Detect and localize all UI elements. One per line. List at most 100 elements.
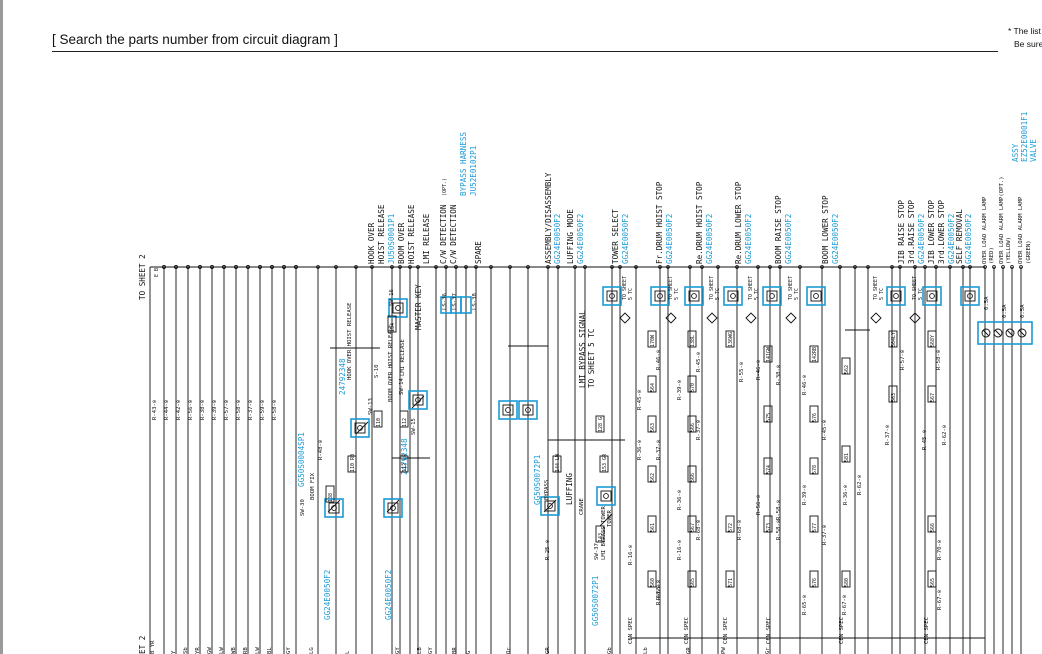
bottom-wire-18: Or [506,647,512,654]
relay-r-39: R-39-⊙ [677,380,683,400]
bottom-wire-13: GY [395,647,401,654]
label-hoist-release: HOIST RELEASE [377,204,386,264]
relay-r-58: R-58-⊙ [236,400,242,420]
part-ez52e0001f1[interactable]: EZ52E0001F1 [1020,111,1029,162]
connector-highlight [540,496,560,516]
switch-contact [355,421,369,435]
switch-contact [411,395,425,409]
bus-junction [658,265,662,269]
wire-number: 138 [328,493,334,502]
relay-r-36: R-36-⊙ [637,440,643,460]
connector-pin [609,293,615,299]
bus-junction [778,265,782,269]
label-boom-fix: BOOM FIX [310,472,316,500]
part-gg50s0004sp1[interactable]: GG50S0004SP1 [297,432,306,487]
to-sheet-tag: TO SHEET [912,276,918,300]
to-sheet-tag: TO SHEET [668,276,674,300]
wire-number: 572 [728,523,734,532]
cen-spec-label: CEN SPEC [684,617,690,644]
label-green: (GREEN) [1026,240,1032,264]
part-ju52e0102p1[interactable]: JU52E0102P1 [469,145,478,196]
relay-r-45: R-45-⊙ [922,430,928,450]
relay-r-55: R-55-⊙ [739,362,745,382]
part-valve[interactable]: VALVE [1029,139,1038,162]
part-tower-gg24[interactable]: GG24E0050F2 [621,214,630,264]
to-sheet-2-bottom: ET 2 [138,636,147,654]
part-gg50s0072p1-b[interactable]: GG50S0072P1 [591,575,600,626]
to-sheet-tag: TO SHEET [748,276,754,300]
bottom-wire-7: RB [243,647,249,654]
diamond-symbol [665,312,677,324]
connector-highlight [350,418,370,438]
part-boom-lower-gg24[interactable]: GG24E0050F2 [831,214,840,264]
wire-number: 562 [844,365,850,374]
bus-junction [934,265,938,269]
relay-r-44: R-44-⊙ [164,400,170,420]
part-jib-raise-gg24[interactable]: GG24E0050F2 [917,214,926,264]
part-gg24-mid[interactable]: GG24E0050F2 [384,570,393,620]
wire-number: 128 G [598,417,604,432]
part-gg24-left[interactable]: GG24E0050F2 [323,570,332,620]
lamp-symbol [1005,328,1015,338]
bus-e-label: E B [154,268,160,277]
part-assy[interactable]: ASSY [1011,143,1020,162]
to-sheet-tag: TO SHEET [788,276,794,300]
part-gg50s0072p1-a[interactable]: GG50S0072P1 [533,454,542,505]
part-redrum-hoist-gg24[interactable]: GG24E0050F2 [705,214,714,264]
wire-number-box [387,315,397,333]
relay-r-46: R-46-⊙ [756,360,762,380]
wire-number-box [599,455,609,473]
cen-spec-label: CEN SPEC [723,617,729,644]
bus-junction [820,265,824,269]
bus-junction [334,265,338,269]
bus-junction [474,265,478,269]
relay-r-57: R-57-⊙ [224,400,230,420]
wire-number-box [809,405,819,423]
part-self-removal-gg24[interactable]: GG24E0050F2 [964,214,973,264]
part-frdrum-gg24[interactable]: GG24E0050F2 [665,214,674,264]
part-24792348-a[interactable]: 24792348 [338,358,347,395]
relay-r-46: R-46-⊙ [656,350,662,370]
part-ju50s0001p1[interactable]: JU50S0001P1 [387,213,396,264]
wire-number-box [763,345,773,363]
wire-number: 566 [690,423,696,432]
wire-number-box [647,465,657,483]
bus-junction [282,265,286,269]
wire-number: 153 GR [602,453,608,472]
bus-junction [992,265,996,269]
connector-pin [603,493,609,499]
part-assembly-gg24[interactable]: GG24E0050F2 [553,214,562,264]
connector-body [688,290,700,302]
bus-junction [556,265,560,269]
connector-highlight [960,286,980,306]
relay-r-68: R-68-⊙ [696,520,702,540]
connector-pin [547,503,553,509]
part-jib-lower-gg24[interactable]: GG24E0050F2 [947,214,956,264]
wire-number: 564LY [891,332,897,347]
relay-r-36: R-36-⊙ [677,490,683,510]
relay-r-39: R-39-⊙ [212,400,218,420]
connector-body [412,394,424,406]
part-bypass-harness[interactable]: BYPASS HARNESS [459,132,468,196]
bottom-wire-12: L [345,650,351,654]
part-24792348-b[interactable]: 24792348 [400,438,409,475]
wire-number: 568Y [930,335,936,347]
wire-number: 578 [812,465,818,474]
wire-number-box [763,515,773,533]
part-luffing-gg24[interactable]: GG24E0050F2 [576,214,585,264]
wire-number-box [399,410,409,428]
label-lmi-bypass-signal: LMI BYPASS SIGNAL [578,310,587,388]
bus-junction [234,265,238,269]
diamond-symbol [785,312,797,324]
wire-number-box [347,455,357,473]
wire-number: 565 [930,578,936,587]
part-redrum-lower-gg24[interactable]: GG24E0050F2 [744,214,753,264]
connector-body [354,422,366,434]
label-crane: CRANE [579,498,585,515]
part-boom-raise-gg24[interactable]: GG24E0050F2 [784,214,793,264]
relay-r-36: R-36-⊙ [843,485,849,505]
connector-highlight [922,286,942,306]
wire-number: 564 [650,383,656,392]
